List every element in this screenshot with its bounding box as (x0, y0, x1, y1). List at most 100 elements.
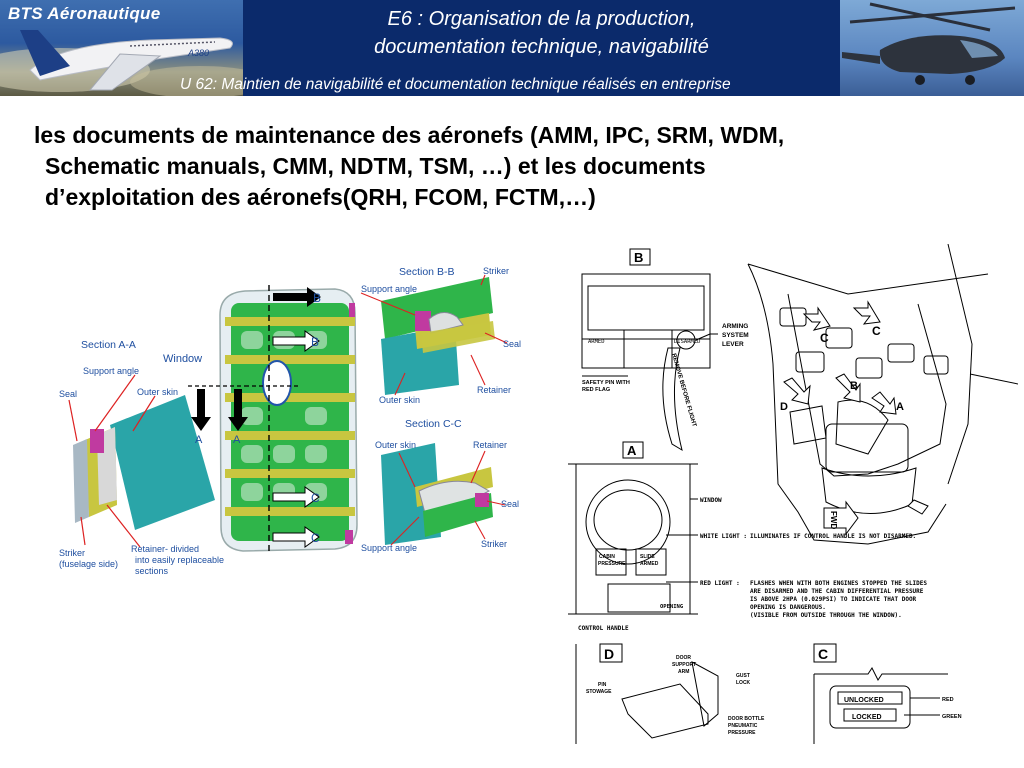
header-helicopter-image (840, 0, 1024, 96)
airbus-a380-image: A380 (0, 30, 243, 96)
section-cc-drawing (381, 443, 506, 546)
white-light-label: WHITE LIGHT : (700, 533, 747, 540)
page-subtitle: U 62: Maintien de navigabilité et docume… (180, 76, 731, 93)
fwd-label: FWD (829, 511, 838, 529)
arming-label-3: LEVER (722, 341, 744, 348)
section-aa-drawing (68, 374, 215, 548)
red-light-desc-1: FLASHES WHEN WITH BOTH ENGINES STOPPED T… (750, 580, 927, 587)
arrow-b-label-2: B (311, 335, 319, 349)
callout-d-label: D (780, 401, 788, 413)
body-line-3: d’exploitation des aéronefs(QRH, FCOM, F… (45, 184, 596, 210)
header-title-block: E6 : Organisation de la production, docu… (243, 0, 840, 96)
tag-a-box (622, 441, 644, 459)
arrow-b-label-1: B (313, 291, 321, 305)
page-title-line-2: documentation technique, navigabilité (374, 36, 709, 58)
arrow-a-label-1: A (195, 434, 203, 446)
header-banner: A380 BTS Aéronautique E6 : Organisation … (0, 0, 1024, 96)
arming-label-2: SYSTEM (722, 332, 749, 339)
red-light-desc-4: OPENING IS DANGEROUS. (750, 604, 826, 611)
retainer-label-2: into easily replaceable (135, 555, 224, 565)
callout-b-label: B (850, 380, 858, 392)
tag-b-box (629, 248, 651, 266)
page-title-line-1: E6 : Organisation de la production, (387, 8, 696, 30)
bb-retainer-label: Retainer (477, 385, 511, 395)
cc-striker-label: Striker (481, 539, 507, 549)
section-cc-label: Section C-C (405, 418, 462, 430)
locked-label: LOCKED (852, 714, 882, 721)
door-seal-diagram: Section A-A Support angle Seal Outer ski… (59, 266, 521, 576)
tag-d-label: D (604, 646, 614, 662)
cabin-label-2: PRESSURE (598, 561, 626, 567)
tag-c-box (813, 643, 837, 663)
cc-retainer-label: Retainer (473, 440, 507, 450)
section-aa-label: Section A-A (81, 339, 136, 351)
red-light-label: RED LIGHT : (700, 580, 740, 587)
arrow-a-label-2: A (233, 434, 241, 446)
door-technical-drawing: B ARMED DISARMED ARMING SYSTEM LEVER SAF… (568, 244, 1018, 744)
safety-pin-label-1: SAFETY PIN WITH (582, 380, 630, 386)
gust-lock-label-1: GUST (736, 673, 750, 679)
red-light-desc-3: IS ABOVE 2HPA (0.029PSI) TO INDICATE THA… (750, 596, 917, 603)
striker-label-2: (fuselage side) (59, 559, 118, 569)
section-bb-label: Section B-B (399, 266, 454, 278)
slide-label-2: ARMED (640, 561, 659, 567)
door-support-label-1: DOOR (676, 655, 691, 661)
cc-support-angle-label: Support angle (361, 543, 417, 553)
window-text: WINDOW (700, 497, 722, 504)
safety-pin-label-2: RED FLAG (582, 387, 610, 393)
red-label: RED (942, 697, 954, 703)
section-bb-drawing (360, 274, 508, 396)
bb-striker-label: Striker (483, 266, 509, 276)
door-support-label-2: SUPPORT (672, 662, 696, 668)
armed-label: ARMED (588, 339, 605, 345)
aircraft-mark-text: A380 (187, 48, 209, 58)
arming-label-1: ARMING (722, 323, 748, 330)
bb-support-angle-label: Support angle (361, 284, 417, 294)
brand-title: BTS Aéronautique (8, 4, 161, 23)
arrow-c-label-1: C (311, 491, 320, 505)
seal-label: Seal (59, 389, 77, 399)
bb-seal-label: Seal (503, 339, 521, 349)
door-bottle-label-1: DOOR BOTTLE (728, 716, 765, 722)
callout-c-label-1: C (820, 331, 829, 345)
window-label: Window (163, 353, 202, 365)
retainer-label-3: sections (135, 566, 169, 576)
gust-lock-label-2: LOCK (736, 680, 751, 686)
outer-skin-label: Outer skin (137, 387, 178, 397)
callout-a-label: A (896, 401, 904, 413)
support-angle-label: Support angle (83, 366, 139, 376)
callout-c-label-2: C (872, 324, 881, 338)
body-paragraph: les documents de maintenance des aéronef… (34, 120, 994, 213)
helicopter-image (842, 2, 1016, 85)
door-bottle-label-2: PNEUMATIC (728, 723, 758, 729)
header-airbus-image: A380 BTS Aéronautique (0, 0, 243, 96)
body-line-2: Schematic manuals, CMM, NDTM, TSM, …) et… (45, 153, 706, 179)
callout-arrows (783, 300, 897, 415)
arrow-c-label-2: C (311, 531, 320, 545)
retainer-label-1: Retainer- divided (131, 544, 199, 554)
cc-seal-label: Seal (501, 499, 519, 509)
slide-label-1: SLIDE (640, 554, 655, 560)
door-bottle-label-3: PRESSURE (728, 730, 756, 736)
green-label: GREEN (942, 714, 962, 720)
body-line-1: les documents de maintenance des aéronef… (34, 122, 785, 148)
tag-a-label: A (627, 443, 637, 458)
disarmed-label: DISARMED (674, 339, 701, 345)
red-light-desc-5: (VISIBLE FROM OUTSIDE THROUGH THE WINDOW… (750, 612, 902, 619)
striker-label-1: Striker (59, 548, 85, 558)
section-markers (188, 285, 321, 555)
red-light-desc-2: ARE DISARMED AND THE CABIN DIFFERENTIAL … (750, 588, 924, 595)
white-light-description: ILLUMINATES IF CONTROL HANDLE IS NOT DIS… (750, 533, 916, 540)
tag-b-label: B (634, 250, 643, 265)
fwd-arrow (823, 500, 859, 536)
cc-outer-skin-label: Outer skin (375, 440, 416, 450)
control-handle-label: CONTROL HANDLE (578, 625, 629, 632)
arming-panel-frame (581, 273, 711, 369)
door-support-label-3: ARM (678, 669, 689, 675)
pin-stowage-label-1: PIN (598, 682, 607, 688)
tag-d-box (599, 643, 623, 663)
tag-c-label: C (818, 646, 828, 662)
bb-outer-skin-label: Outer skin (379, 395, 420, 405)
pin-stowage-label-2: STOWAGE (586, 689, 612, 695)
cabin-label-1: CABIN (599, 554, 615, 560)
